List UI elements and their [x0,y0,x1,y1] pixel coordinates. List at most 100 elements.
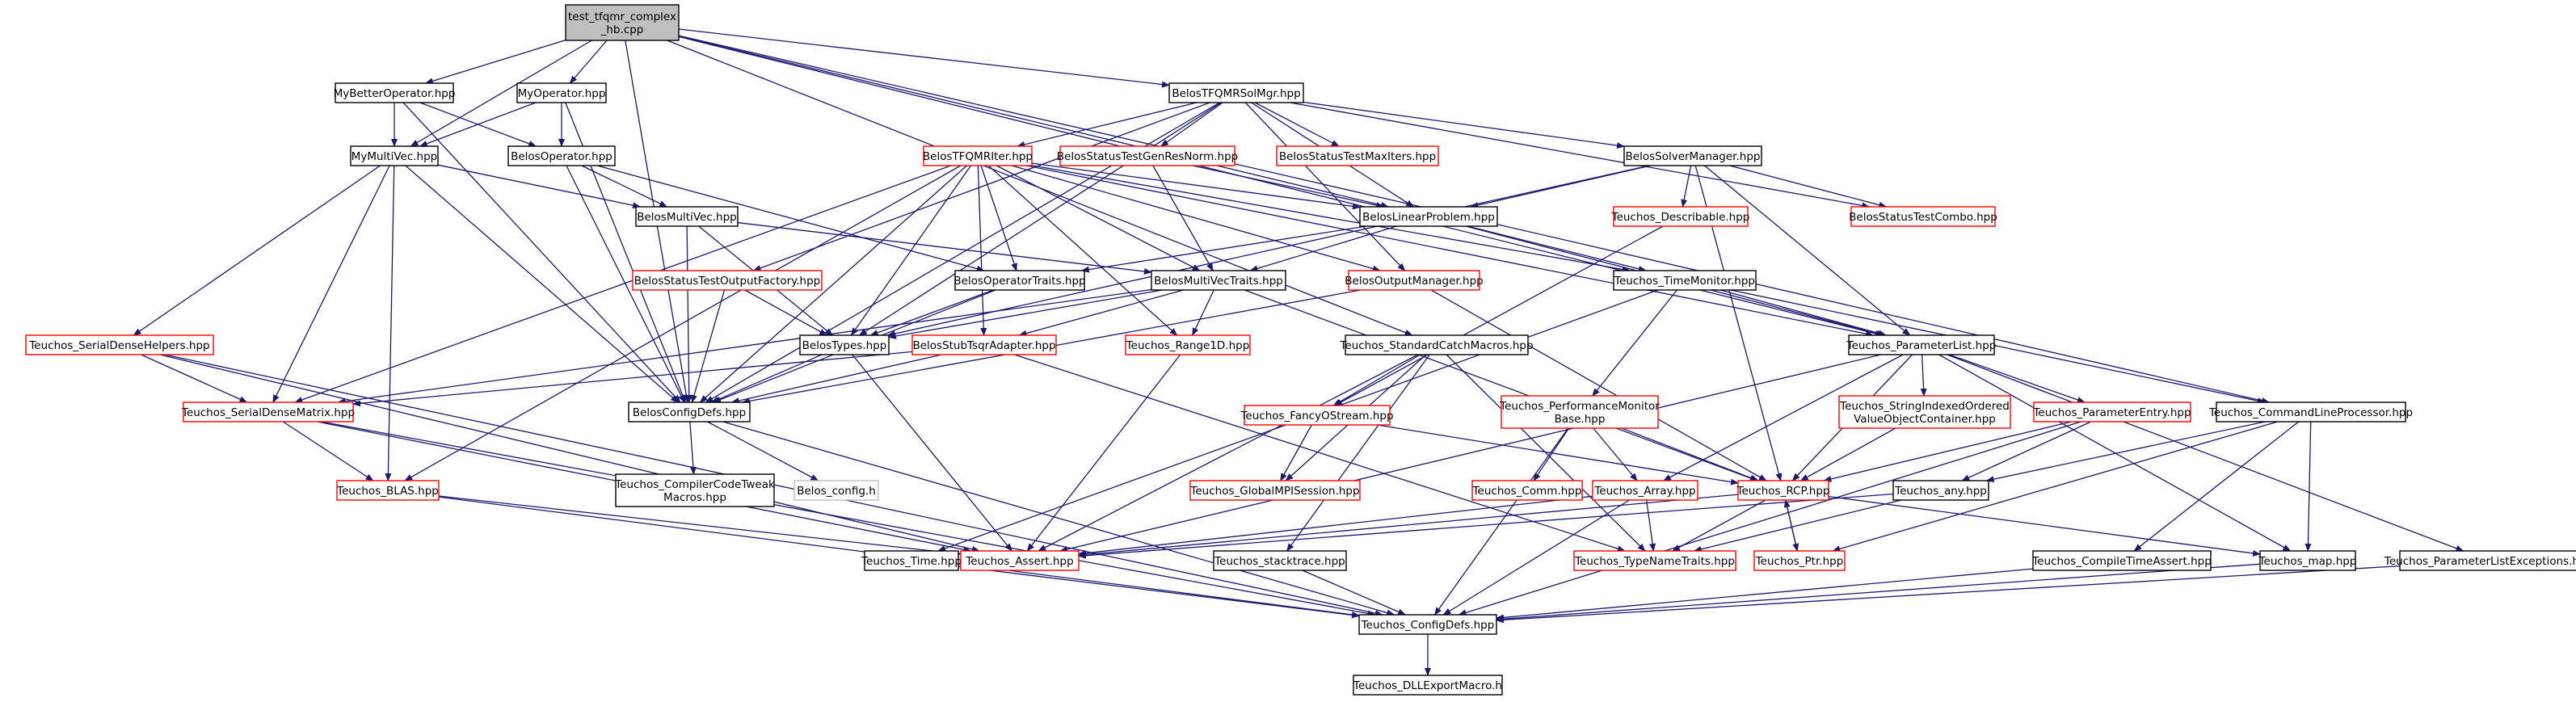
node-cmdline[interactable]: Teuchos_CommandLineProcessor.hpp [2208,401,2413,422]
node-range1d[interactable]: Teuchos_Range1D.hpp [1125,334,1251,355]
node-assert[interactable]: Teuchos_Assert.hpp [960,550,1080,571]
node-optraits[interactable]: BelosOperatorTraits.hpp [953,270,1086,291]
node-sdmatrix[interactable]: Teuchos_SerialDenseMatrix.hpp [181,401,355,422]
node-paramentry[interactable]: Teuchos_ParameterEntry.hpp [2032,401,2191,422]
node-label-root: _hb.cpp [600,23,644,36]
node-fancyostream[interactable]: Teuchos_FancyOStream.hpp [1240,405,1394,426]
node-dllexport[interactable]: Teuchos_DLLExportMacro.h [1353,675,1503,696]
dependency-edge-root-to-mymultivec [410,40,592,147]
node-myop[interactable]: MyOperator.hpp [516,82,607,103]
node-paramlist[interactable]: Teuchos_ParameterList.hpp [1846,334,1997,355]
dependency-edge-stacktrace-to-configdefs_teuchos [1302,570,1407,616]
node-plexceptions[interactable]: Teuchos_ParameterListExceptions.hpp [2384,550,2576,571]
node-stacktrace[interactable]: Teuchos_stacktrace.hpp [1213,550,1347,571]
dependency-edge-timemon-to-paramlist [1719,289,1888,337]
node-configdefs_belos[interactable]: BelosConfigDefs.hpp [628,401,751,422]
dependency-edge-array-to-assert [1078,495,1593,557]
node-rcp[interactable]: Teuchos_RCP.hpp [1736,480,1830,501]
node-maxiters[interactable]: BelosStatusTestMaxIters.hpp [1276,145,1439,166]
node-box-describable [1613,206,1749,227]
node-belosop[interactable]: BelosOperator.hpp [507,145,616,166]
node-label-perfmon: Base.hpp [1555,413,1606,426]
dependency-edge-configdefs_belos-to-belosconfigh [707,421,819,481]
node-label-root: test_tfqmr_complex [568,11,676,23]
node-box-fancyostream [1244,405,1391,426]
node-box-compiletimeassert [2032,550,2212,571]
node-time[interactable]: Teuchos_Time.hpp [861,550,962,571]
dependency-edge-fancyostream-to-rcp [1377,424,1739,486]
node-gentestres[interactable]: BelosStatusTestGenResNorm.hpp [1057,145,1238,166]
dependency-edge-solmgr-to-combo [1290,102,1871,209]
node-label-sdhelpers: Teuchos_SerialDenseHelpers.hpp [28,339,209,352]
node-tfqmriter[interactable]: BelosTFQMRIter.hpp [923,145,1033,166]
dependency-edge-solmgr-to-gentestres [1160,102,1223,147]
dependency-edge-configdefs_belos-to-configdefs_teuchos [722,421,1395,616]
node-compiletimeassert[interactable]: Teuchos_CompileTimeAssert.hpp [2031,550,2212,571]
node-mybetterop[interactable]: MyBetterOperator.hpp [334,82,456,103]
node-solmgr[interactable]: BelosTFQMRSolMgr.hpp [1168,82,1304,103]
node-stdcatch[interactable]: Teuchos_StandardCatchMacros.hpp [1339,334,1534,355]
node-solvermgr[interactable]: BelosSolverManager.hpp [1623,145,1762,166]
dependency-edge-solvermgr-to-paramlist [1704,165,1911,336]
node-typenametraits[interactable]: Teuchos_TypeNameTraits.hpp [1573,550,1736,571]
node-map[interactable]: Teuchos_map.hpp [2258,550,2357,571]
node-outfactory[interactable]: BelosStatusTestOutputFactory.hpp [632,270,823,291]
node-label-time: Teuchos_Time.hpp [861,555,962,568]
dependency-edge-tfqmriter-to-stubtsqr [977,165,987,336]
dependency-edge-linprob-to-timemon [1467,225,1647,272]
node-belosconfigh[interactable]: Belos_config.h [793,480,879,501]
node-box-belostypes [799,334,890,355]
dependency-edge-stdcatch-to-typenametraits [1446,354,1646,552]
node-blas[interactable]: Teuchos_BLAS.hpp [336,480,440,501]
node-mvtraits[interactable]: BelosMultiVecTraits.hpp [1151,270,1286,291]
dependency-edge-array-to-configdefs_teuchos [1442,499,1630,616]
dependency-edge-map-to-configdefs_teuchos [1496,563,2261,623]
dependency-edge-rcp-to-map [1828,495,2261,557]
dependency-edge-paramlist-to-map [1938,354,2292,552]
node-comm[interactable]: Teuchos_Comm.hpp [1471,480,1583,501]
node-box-ptr [1753,550,1846,571]
node-box-timemon [1613,270,1757,291]
node-label-rcp: Teuchos_RCP.hpp [1736,485,1830,498]
node-label-optraits: BelosOperatorTraits.hpp [953,275,1085,288]
node-label-mvtraits: BelosMultiVecTraits.hpp [1154,275,1283,288]
node-label-sdmatrix: Teuchos_SerialDenseMatrix.hpp [181,406,355,419]
node-mymultivec[interactable]: MyMultiVec.hpp [350,145,439,166]
dependency-edge-gentestres-to-linprob [1192,165,1385,209]
dependency-edge-mymultivec-to-sdmatrix [272,165,390,403]
node-box-mvtraits [1151,270,1286,291]
dependency-edge-tfqmriter-to-range1d [987,165,1178,336]
node-box-linprob [1359,206,1498,227]
node-belostypes[interactable]: BelosTypes.hpp [799,334,890,355]
dependency-edge-tfqmriter-to-sdmatrix [294,165,951,403]
dependency-edge-array-to-typenametraits [1646,499,1656,552]
node-sdhelpers[interactable]: Teuchos_SerialDenseHelpers.hpp [25,334,214,355]
node-box-perfmon [1501,395,1659,429]
node-array[interactable]: Teuchos_Array.hpp [1592,480,1698,501]
node-box-configdefs_teuchos [1358,614,1497,635]
node-box-sdmatrix [183,401,354,422]
node-configdefs_teuchos[interactable]: Teuchos_ConfigDefs.hpp [1358,614,1497,635]
node-stubtsqr[interactable]: BelosStubTsqrAdapter.hpp [911,334,1057,355]
node-linprob[interactable]: BelosLinearProblem.hpp [1359,206,1498,227]
node-layer: test_tfqmr_complex_hb.cppMyBetterOperato… [25,4,2576,696]
node-ptr[interactable]: Teuchos_Ptr.hpp [1753,550,1846,571]
node-outmgr[interactable]: BelosOutputManager.hpp [1345,270,1484,291]
node-describable[interactable]: Teuchos_Describable.hpp [1611,206,1750,227]
node-timemon[interactable]: Teuchos_TimeMonitor.hpp [1613,270,1757,291]
dependency-edge-tfqmriter-to-belostypes [850,165,972,336]
node-any[interactable]: Teuchos_any.hpp [1892,480,1989,501]
node-stringindexed[interactable]: Teuchos_StringIndexedOrderedValueObjectC… [1838,395,2011,429]
node-box-configdefs_belos [628,401,751,422]
node-label-ptr: Teuchos_Ptr.hpp [1755,555,1844,568]
node-box-paramlist [1848,334,1995,355]
node-box-stubtsqr [911,334,1057,355]
node-globalmpi[interactable]: Teuchos_GlobalMPISession.hpp [1189,480,1361,501]
node-combo[interactable]: BelosStatusTestCombo.hpp [1849,206,1997,227]
node-multivec[interactable]: BelosMultiVec.hpp [635,206,739,227]
dependency-edge-stringindexed-to-rcp [1799,427,1896,481]
dependency-edge-fancyostream-to-globalmpi [1280,424,1312,481]
dependency-edge-root-to-mybetterop [424,39,566,85]
